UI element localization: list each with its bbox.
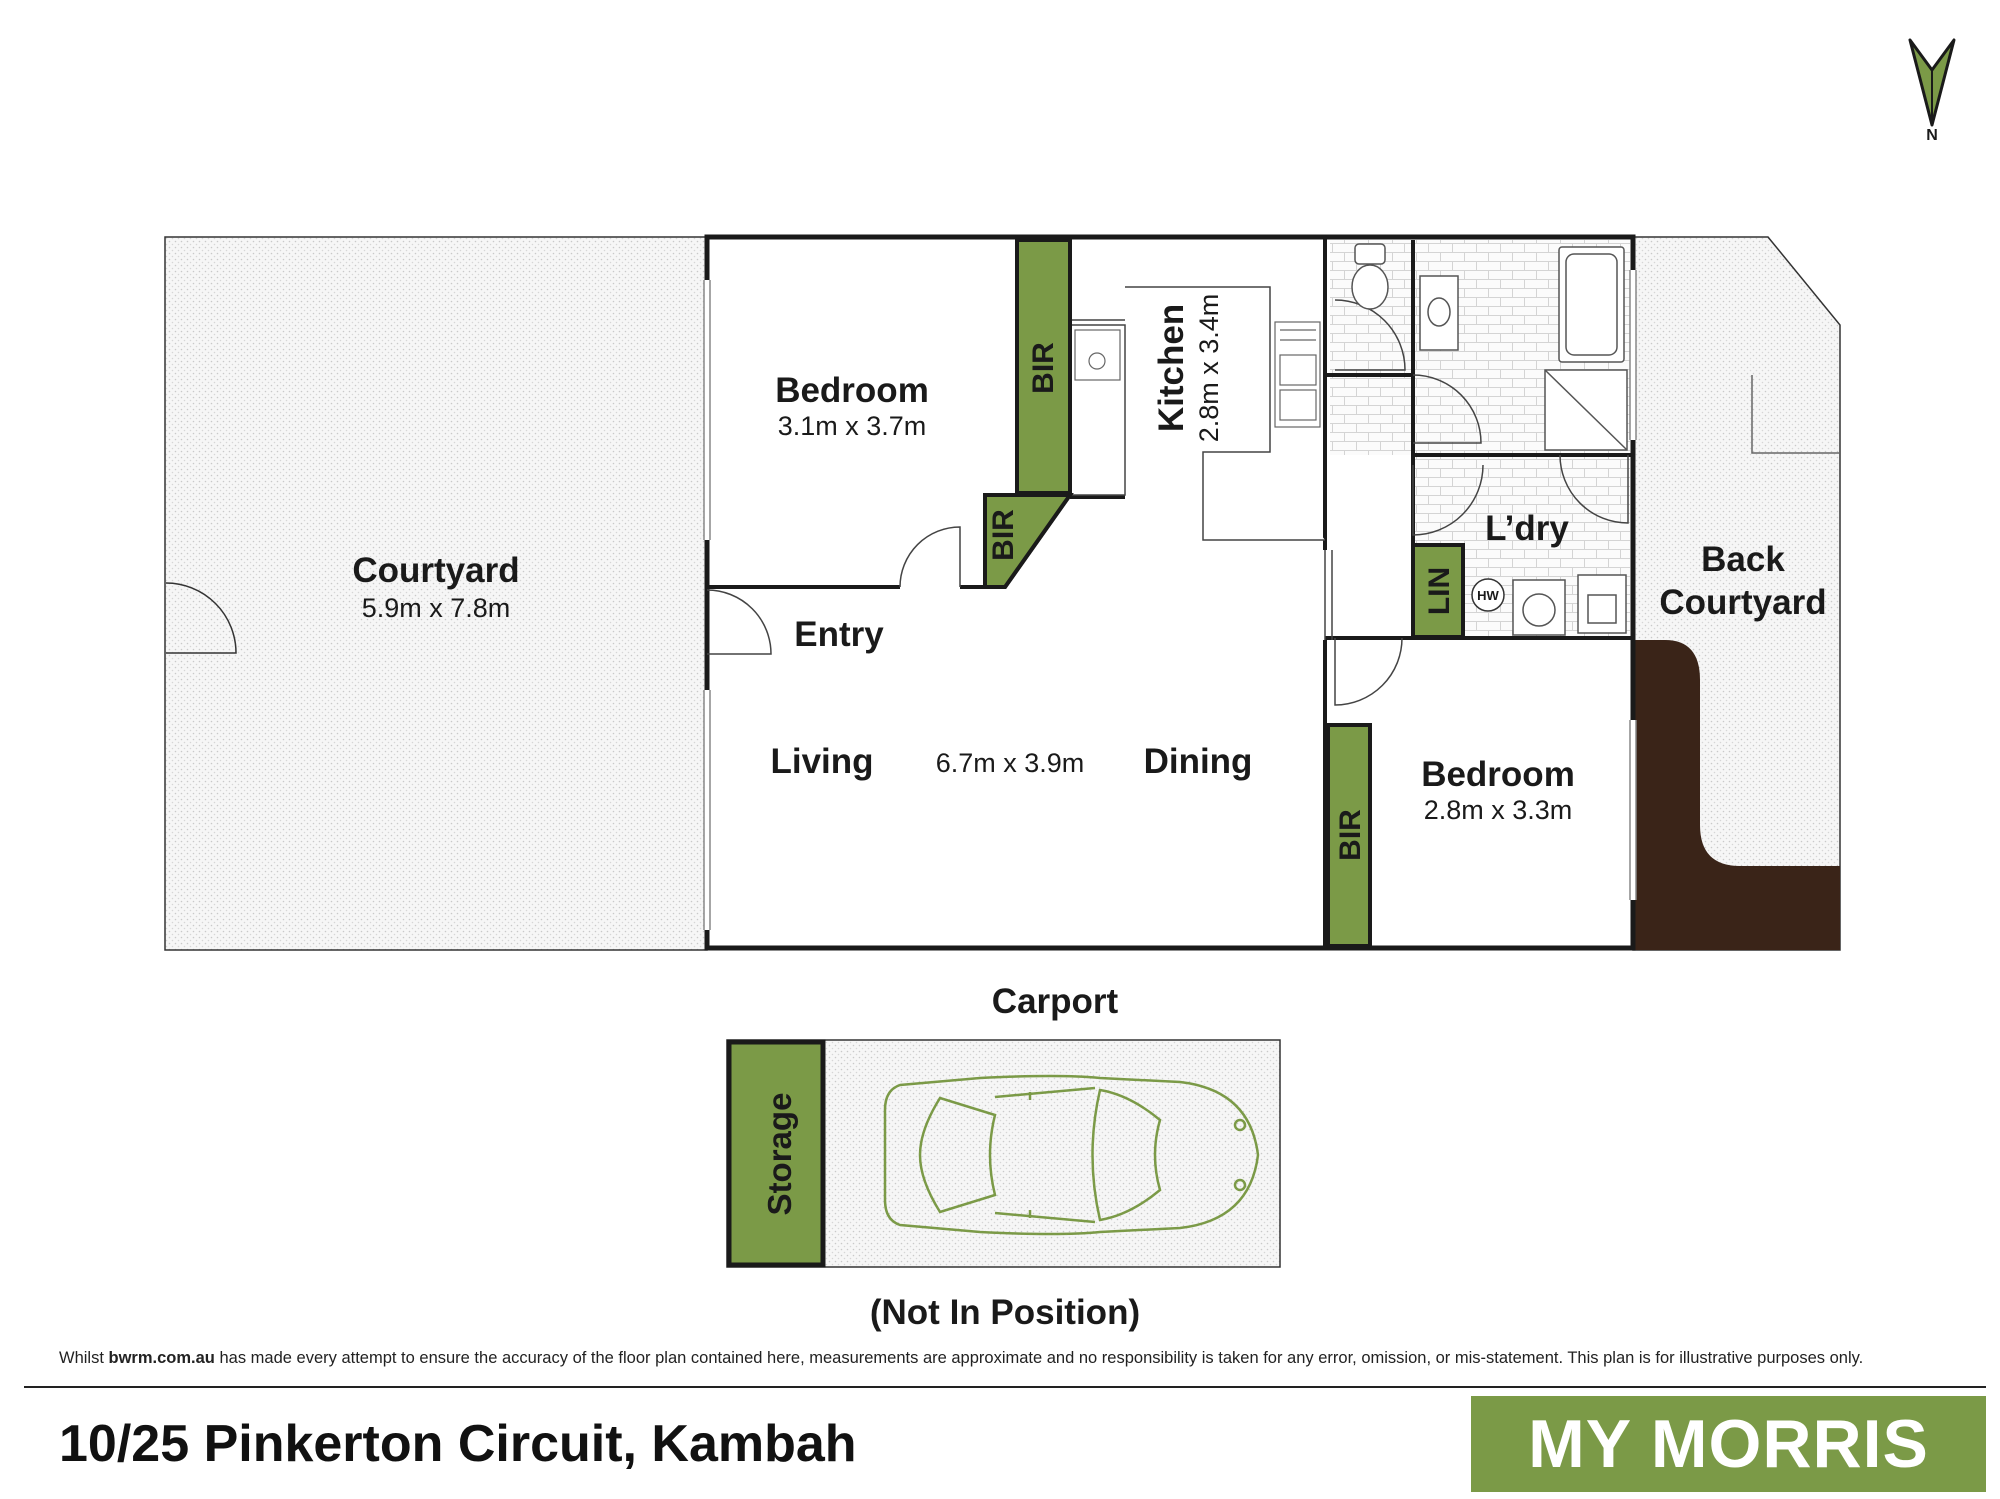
kitchen-sink-icon [1274,321,1321,428]
kitchen-name: Kitchen [1152,304,1191,432]
brand-name: MY MORRIS [1528,1406,1929,1482]
stove-icon [1074,329,1121,381]
window-frames [703,270,1637,930]
carport-name: Carport [992,982,1119,1021]
hot-water-label: HW [1477,588,1499,603]
car-icon [883,1074,1260,1236]
basin-icon [1419,275,1459,351]
back-courtyard-line-2: Courtyard [1659,583,1826,622]
bathtub-icon [1558,246,1625,363]
bir-label-2: BIR [987,509,1020,561]
laundry-name: L’dry [1485,509,1569,548]
door-swings [706,299,1629,706]
bedroom-1-name: Bedroom [775,371,929,410]
north-arrow-icon [1908,38,1956,127]
not-in-position-note: (Not In Position) [870,1293,1140,1332]
bir-label-1: BIR [1027,342,1060,394]
living-name: Living [770,742,873,781]
kitchen-size: 2.8m x 3.4m [1194,294,1224,443]
storage-label: Storage [761,1093,798,1216]
dining-name: Dining [1144,742,1253,781]
disclaimer-prefix: Whilst [59,1349,104,1367]
footer-divider [24,1386,1986,1388]
back-courtyard-fence [1751,375,1840,454]
outer-walls [704,234,1636,951]
courtyard-area [164,236,708,951]
disclaimer-site: bwrm.com.au [108,1349,215,1367]
lin-label: LIN [1423,567,1456,615]
back-courtyard-line-1: Back [1701,540,1785,579]
bedroom-1-size: 3.1m x 3.7m [778,411,927,441]
courtyard-size: 5.9m x 7.8m [362,593,511,623]
living-dining-size: 6.7m x 3.9m [936,748,1085,778]
compass-label: N [1926,127,1938,144]
brand-logo: MY MORRIS [1471,1396,1986,1492]
courtyard-gate-icon [165,582,237,654]
property-address: 10/25 Pinkerton Circuit, Kambah [59,1415,857,1473]
window-openings [704,270,1636,930]
bedroom-2-size: 2.8m x 3.3m [1424,795,1573,825]
disclaimer: Whilst bwrm.com.au has made every attemp… [59,1349,1959,1368]
garden-bed [1633,640,1840,950]
laundry-fixtures [1512,574,1627,636]
disclaimer-text: has made every attempt to ensure the acc… [219,1349,1864,1367]
courtyard-name: Courtyard [352,551,519,590]
built-in-robes [983,238,1465,948]
toilet-icon [1351,243,1389,310]
bir-label-3: BIR [1334,809,1367,861]
bedroom-2-name: Bedroom [1421,755,1575,794]
shower-icon [1544,369,1628,451]
hot-water-icon [1471,578,1505,612]
entry-name: Entry [794,615,884,654]
storage-area [726,1039,826,1268]
